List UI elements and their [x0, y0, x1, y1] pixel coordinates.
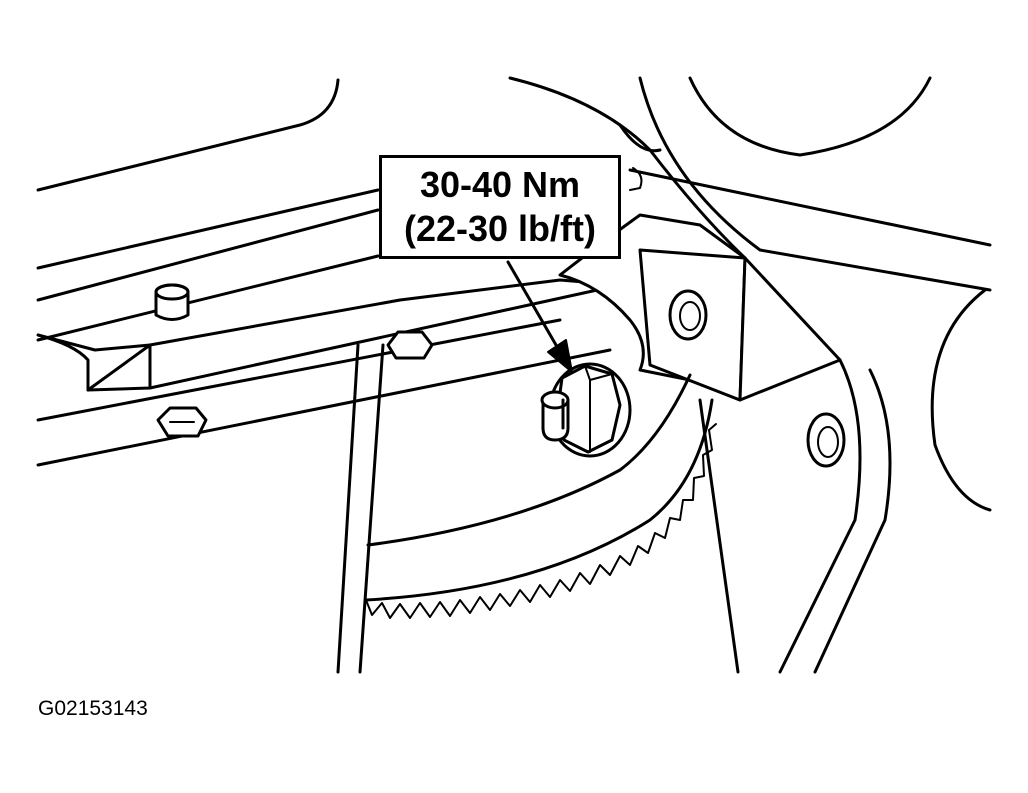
lower-nut: [156, 406, 208, 438]
torque-lbft-label: (22-30 lb/ft): [403, 208, 597, 249]
figure-id: G02153143: [38, 697, 148, 720]
bracket-holes: [668, 289, 846, 468]
arm-pin: [154, 283, 190, 321]
regulator-arm: [36, 278, 622, 467]
housing-panel: [36, 78, 380, 342]
upper-nut: [386, 330, 434, 360]
support-struts: [336, 343, 892, 674]
leader-arrow: [506, 260, 573, 373]
sector-gear: [364, 373, 717, 619]
door-panel: [508, 76, 992, 512]
torque-callout: 30-40 Nm (22-30 lb/ft): [379, 155, 621, 259]
torque-nm-label: 30-40 Nm: [419, 164, 581, 205]
bolt: [540, 362, 632, 458]
